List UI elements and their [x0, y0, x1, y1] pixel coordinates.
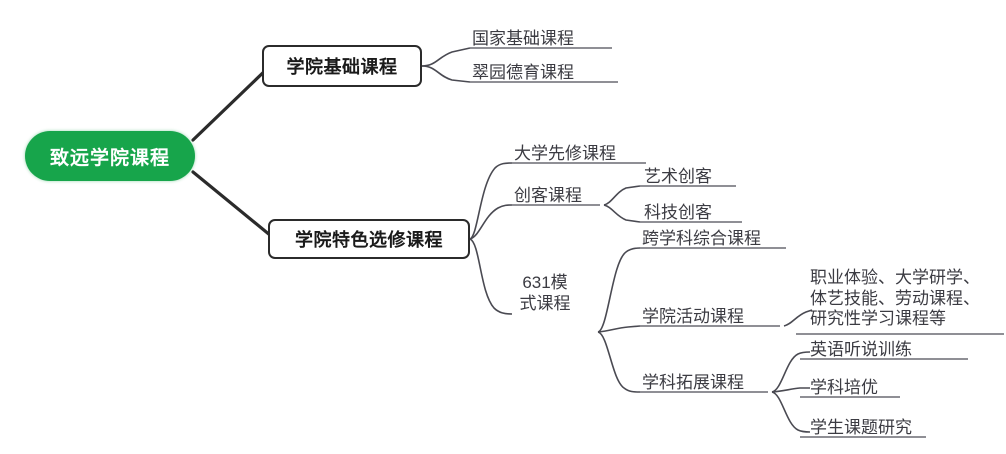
leaf-node-interdisciplinary-courses[interactable]: 跨学科综合课程: [642, 228, 761, 248]
edge-expansion-to-research: [771, 391, 811, 433]
edge-maker-to-tech: [603, 204, 641, 223]
leaf-node-cuiyuan-moral-courses[interactable]: 翠园德育课程: [472, 62, 574, 82]
edge-activity-to-list: [783, 309, 813, 327]
edge-root-to-elective: [191, 170, 278, 242]
leaf-node-art-maker[interactable]: 艺术创客: [644, 166, 712, 186]
leaf-node-activity-course-list[interactable]: 职业体验、大学研学、 体艺技能、劳动课程、 研究性学习课程等: [810, 268, 980, 328]
edge-expansion-to-tutoring: [771, 387, 810, 393]
edge-basic-to-cuiyuan: [421, 65, 471, 83]
edge-expansion-to-english: [771, 351, 811, 393]
branch-node-basic-courses[interactable]: 学院基础课程: [262, 45, 422, 87]
edge-basic-to-national: [421, 47, 471, 67]
node-academy-activity-courses[interactable]: 学院活动课程: [642, 306, 744, 326]
edge-631-to-activity: [597, 325, 641, 333]
leaf-node-national-basic-courses[interactable]: 国家基础课程: [472, 28, 574, 48]
edge-elective-to-631: [469, 238, 513, 315]
edge-631-to-interdisciplinary: [597, 247, 641, 333]
node-631-model-courses[interactable]: 631模 式课程: [519, 273, 571, 313]
leaf-node-tech-maker[interactable]: 科技创客: [644, 202, 712, 222]
branch-node-elective-courses[interactable]: 学院特色选修课程: [268, 219, 470, 259]
edge-631-to-expansion: [597, 331, 641, 393]
edge-elective-to-advanced: [469, 162, 513, 240]
edge-root-to-basic: [191, 64, 272, 142]
leaf-node-english-listening-speaking[interactable]: 英语听说训练: [810, 339, 912, 359]
node-subject-expansion-courses[interactable]: 学科拓展课程: [642, 372, 744, 392]
edge-maker-to-art: [603, 185, 641, 206]
node-maker-courses[interactable]: 创客课程: [514, 185, 582, 205]
root-node[interactable]: 致远学院课程: [25, 131, 195, 181]
leaf-node-university-prep-courses[interactable]: 大学先修课程: [514, 143, 616, 163]
leaf-node-subject-enrichment[interactable]: 学科培优: [810, 377, 878, 397]
edge-elective-to-maker: [469, 204, 513, 240]
leaf-node-student-research-topics[interactable]: 学生课题研究: [810, 417, 912, 437]
